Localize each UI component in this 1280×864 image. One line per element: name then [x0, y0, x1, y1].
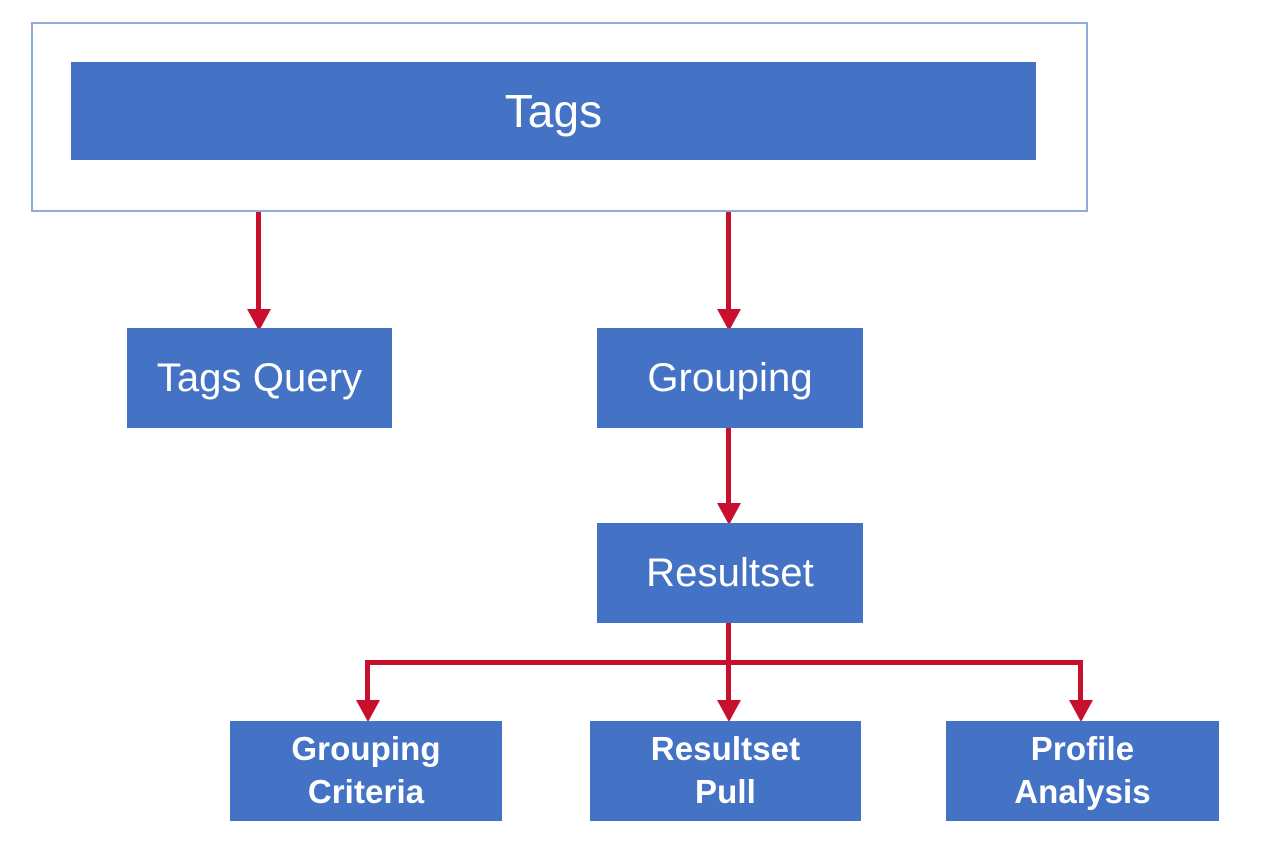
- connector-resultset-branch-stem: [726, 623, 731, 665]
- node-grouping-criteria-label: Grouping Criteria: [291, 730, 441, 810]
- connector-resultset-to-profile-analysis-arrowhead: [1069, 700, 1093, 722]
- node-tags-query-label: Tags Query: [156, 355, 363, 400]
- connector-grouping-to-resultset-arrowhead: [717, 503, 741, 525]
- connector-resultset-to-profile-analysis-shaft: [1078, 660, 1083, 708]
- connector-resultset-branch-bar: [365, 660, 1083, 665]
- connector-tags-to-tags-query-arrowhead: [247, 309, 271, 331]
- node-grouping-label: Grouping: [647, 355, 813, 400]
- connector-resultset-to-resultset-pull-shaft: [726, 660, 731, 708]
- node-resultset-pull-label: Resultset Pull: [650, 730, 801, 810]
- node-tags-label: Tags: [504, 84, 603, 137]
- node-tags-query[interactable]: Tags Query: [127, 328, 392, 428]
- connector-resultset-to-grouping-criteria-arrowhead: [356, 700, 380, 722]
- connector-tags-to-grouping-shaft: [726, 212, 731, 316]
- connector-grouping-to-resultset-shaft: [726, 428, 731, 511]
- connector-resultset-to-grouping-criteria-shaft: [365, 660, 370, 708]
- connector-tags-to-tags-query-shaft: [256, 212, 261, 316]
- node-resultset-label: Resultset: [646, 550, 814, 595]
- connector-tags-to-grouping-arrowhead: [717, 309, 741, 331]
- node-profile-analysis[interactable]: Profile Analysis: [946, 721, 1219, 821]
- node-grouping[interactable]: Grouping: [597, 328, 863, 428]
- node-resultset[interactable]: Resultset: [597, 523, 863, 623]
- node-profile-analysis-label: Profile Analysis: [1014, 730, 1151, 810]
- connector-resultset-to-resultset-pull-arrowhead: [717, 700, 741, 722]
- node-grouping-criteria[interactable]: Grouping Criteria: [230, 721, 502, 821]
- node-tags[interactable]: Tags: [71, 62, 1036, 160]
- node-resultset-pull[interactable]: Resultset Pull: [590, 721, 861, 821]
